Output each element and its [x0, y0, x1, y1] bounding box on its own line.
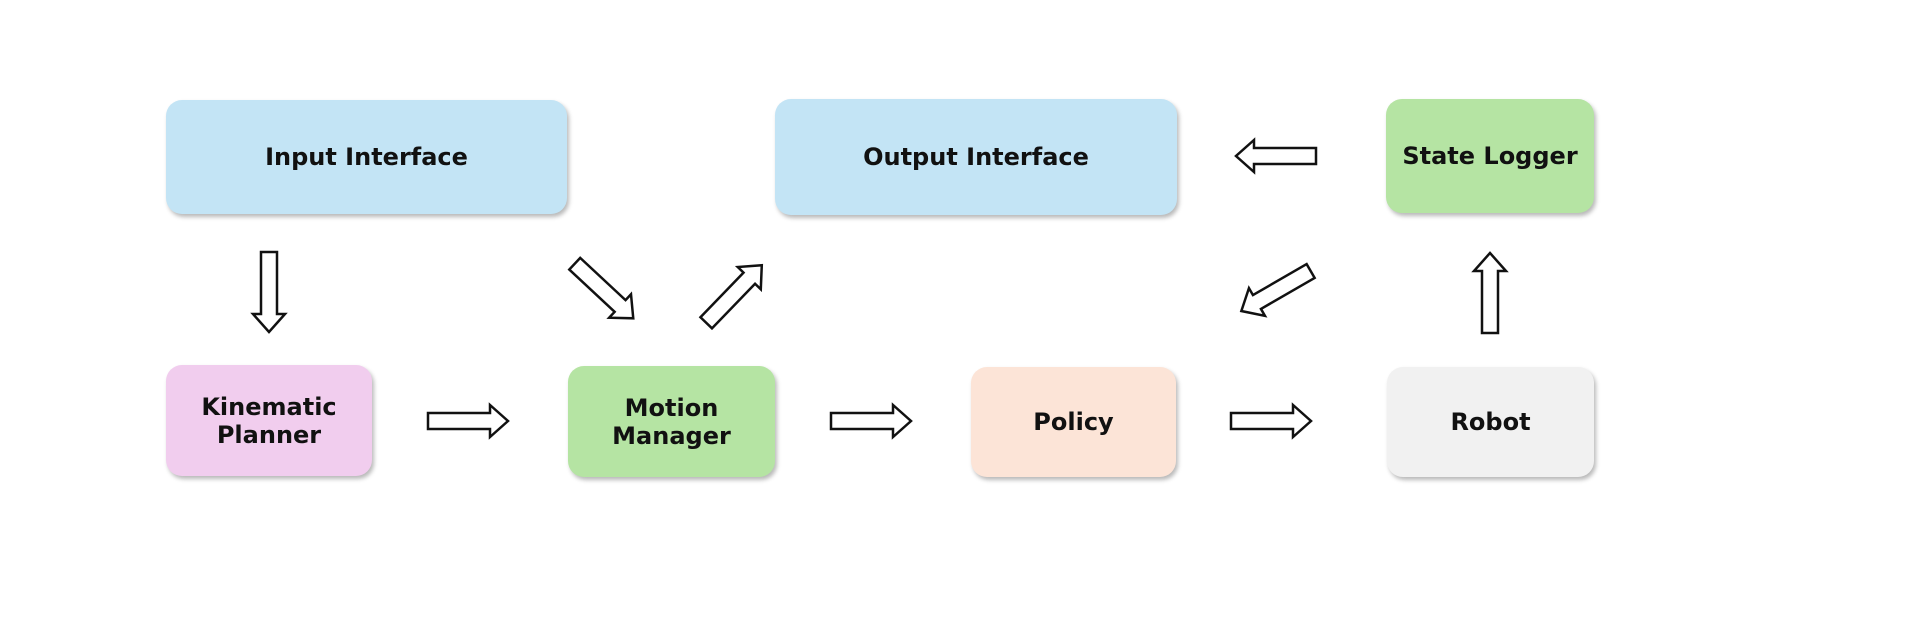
- kinematic-planner-label: Kinematic Planner: [201, 392, 337, 449]
- arrow-right-icon: [829, 402, 913, 440]
- kinematic-planner-box: Kinematic Planner: [166, 365, 372, 476]
- output-interface-label: Output Interface: [863, 143, 1089, 171]
- arrow-down-right-icon: [567, 256, 635, 320]
- input-interface-box: Input Interface: [166, 100, 567, 214]
- state-logger-box: State Logger: [1386, 99, 1594, 213]
- arrow-right-icon: [1229, 402, 1313, 440]
- arrow-down-left-icon: [1239, 262, 1317, 318]
- arrow-left-icon: [1234, 137, 1318, 175]
- motion-manager-box: Motion Manager: [568, 366, 775, 477]
- policy-box: Policy: [971, 367, 1176, 477]
- arrow-up-icon: [1471, 251, 1509, 335]
- input-interface-label: Input Interface: [265, 143, 468, 171]
- robot-box: Robot: [1387, 367, 1594, 477]
- motion-manager-label: Motion Manager: [612, 393, 731, 450]
- robot-label: Robot: [1450, 408, 1531, 436]
- state-logger-label: State Logger: [1402, 142, 1578, 170]
- arrow-up-right-icon: [698, 263, 764, 331]
- arrow-right-icon: [426, 402, 510, 440]
- output-interface-box: Output Interface: [775, 99, 1177, 215]
- policy-label: Policy: [1033, 408, 1114, 436]
- arrow-down-icon: [250, 250, 288, 334]
